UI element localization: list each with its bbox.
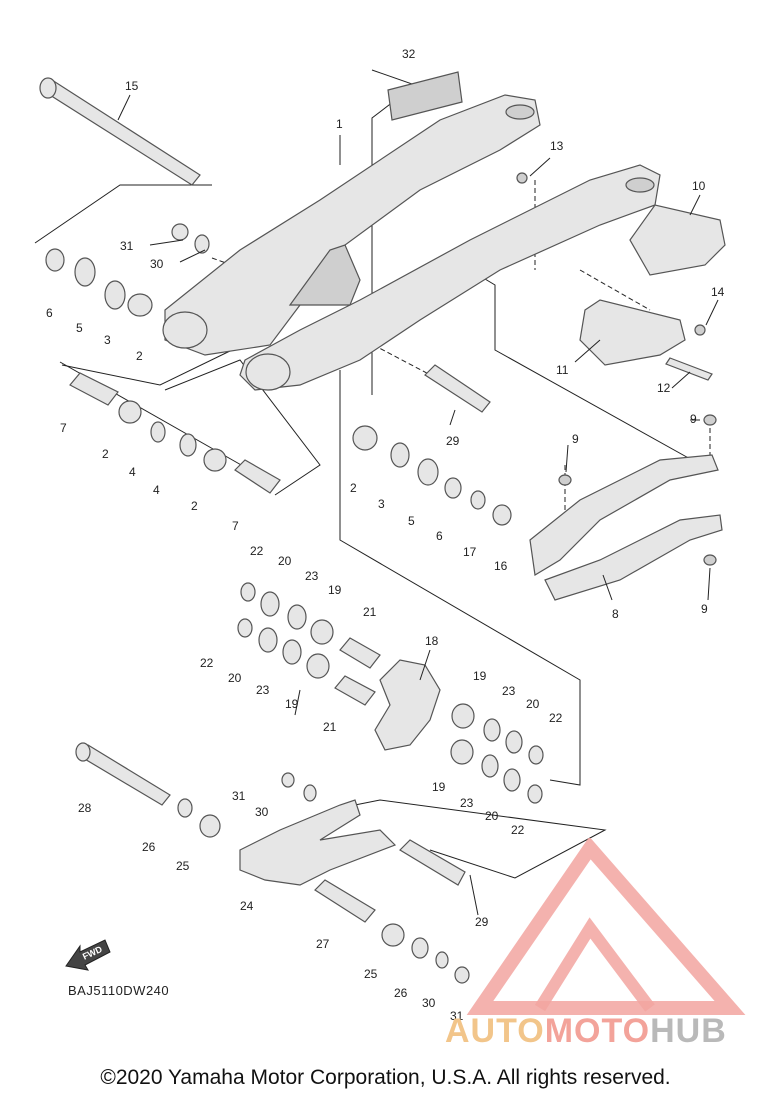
callout-14: 14: [711, 285, 725, 299]
callout-22-c: 22: [549, 711, 563, 725]
callout-20-c: 20: [526, 697, 540, 711]
callout-6-left: 6: [46, 306, 53, 320]
callout-22-d: 22: [511, 823, 525, 837]
callout-13: 13: [550, 139, 564, 153]
connecting-rod-group: [75, 742, 470, 984]
callout-23-a: 23: [305, 569, 319, 583]
callout-10: 10: [692, 179, 706, 193]
callout-4-b: 4: [153, 483, 160, 497]
chain-slider: [529, 414, 723, 601]
callout-5-right: 5: [408, 514, 415, 528]
part-callouts: 32 1 15 13 10 31 30 14 6 5 3 2 11 12 7 9…: [46, 47, 725, 1023]
callout-9-top: 9: [690, 412, 697, 426]
swingarm: [162, 94, 661, 391]
callout-19-a: 19: [328, 583, 342, 597]
callout-20-b: 20: [228, 671, 242, 685]
callout-20-d: 20: [485, 809, 499, 823]
callout-26-a: 26: [142, 840, 156, 854]
callout-16: 16: [494, 559, 508, 573]
diagram-code: BAJ5110DW240: [68, 983, 170, 998]
callout-22-b: 22: [200, 656, 214, 670]
callout-26-b: 26: [394, 986, 408, 1000]
leader-lines: [117, 94, 719, 916]
brand-hub: HUB: [650, 1012, 727, 1050]
callout-19-d: 19: [432, 780, 446, 794]
callout-7-left: 7: [60, 421, 67, 435]
callout-23-b: 23: [256, 683, 270, 697]
callout-1: 1: [336, 117, 343, 131]
callout-3-left: 3: [104, 333, 111, 347]
callout-18: 18: [425, 634, 439, 648]
relay-arm-group: [237, 582, 544, 804]
callout-6-right: 6: [436, 529, 443, 543]
callout-12: 12: [657, 381, 671, 395]
callout-17: 17: [463, 545, 477, 559]
callout-27: 27: [316, 937, 330, 951]
callout-23-d: 23: [460, 796, 474, 810]
callout-21-a: 21: [363, 605, 377, 619]
copyright-notice: ©2020 Yamaha Motor Corporation, U.S.A. A…: [100, 1066, 671, 1089]
callout-29-top: 29: [446, 434, 460, 448]
brand-moto: MOTO: [544, 1012, 651, 1050]
callout-2-left-bottom: 2: [191, 499, 198, 513]
pivot-bearings-right: [352, 364, 512, 526]
fwd-arrow: FWD: [65, 939, 111, 971]
callout-2-right: 2: [350, 481, 357, 495]
callout-9-mid: 9: [572, 432, 579, 446]
label-sticker: [387, 71, 463, 121]
callout-30-bottom-b: 30: [422, 996, 436, 1010]
callout-24: 24: [240, 899, 254, 913]
automotohub-logo: [466, 838, 746, 1015]
callout-32: 32: [402, 47, 416, 61]
pivot-shaft: [39, 77, 201, 186]
pivot-bearings-left: [45, 223, 281, 494]
callout-5-left: 5: [76, 321, 83, 335]
callout-29-bottom: 29: [475, 915, 489, 929]
callout-8: 8: [612, 607, 619, 621]
callout-2-left-mid: 2: [102, 447, 109, 461]
callout-31-top: 31: [120, 239, 134, 253]
callout-31-bottom-a: 31: [232, 789, 246, 803]
callout-23-c: 23: [502, 684, 516, 698]
callout-25-a: 25: [176, 859, 190, 873]
callout-2-left-top: 2: [136, 349, 143, 363]
callout-30-top: 30: [150, 257, 164, 271]
callout-15: 15: [125, 79, 139, 93]
callout-22-a: 22: [250, 544, 264, 558]
callout-19-c: 19: [285, 697, 299, 711]
chain-guide: [516, 172, 726, 381]
callout-4-a: 4: [129, 465, 136, 479]
callout-20-a: 20: [278, 554, 292, 568]
callout-3-right: 3: [378, 497, 385, 511]
brand-auto: AUTO: [445, 1012, 545, 1050]
callout-19-b: 19: [473, 669, 487, 683]
callout-11: 11: [556, 363, 569, 377]
callout-28: 28: [78, 801, 92, 815]
callout-30-bottom-a: 30: [255, 805, 269, 819]
automotohub-brand: AUTOMOTOHUB: [445, 1012, 727, 1051]
callout-31-bottom-b: 31: [450, 1009, 464, 1023]
callout-9-bottom: 9: [701, 602, 708, 616]
callout-7-right: 7: [232, 519, 239, 533]
callout-25-b: 25: [364, 967, 378, 981]
callout-21-b: 21: [323, 720, 337, 734]
